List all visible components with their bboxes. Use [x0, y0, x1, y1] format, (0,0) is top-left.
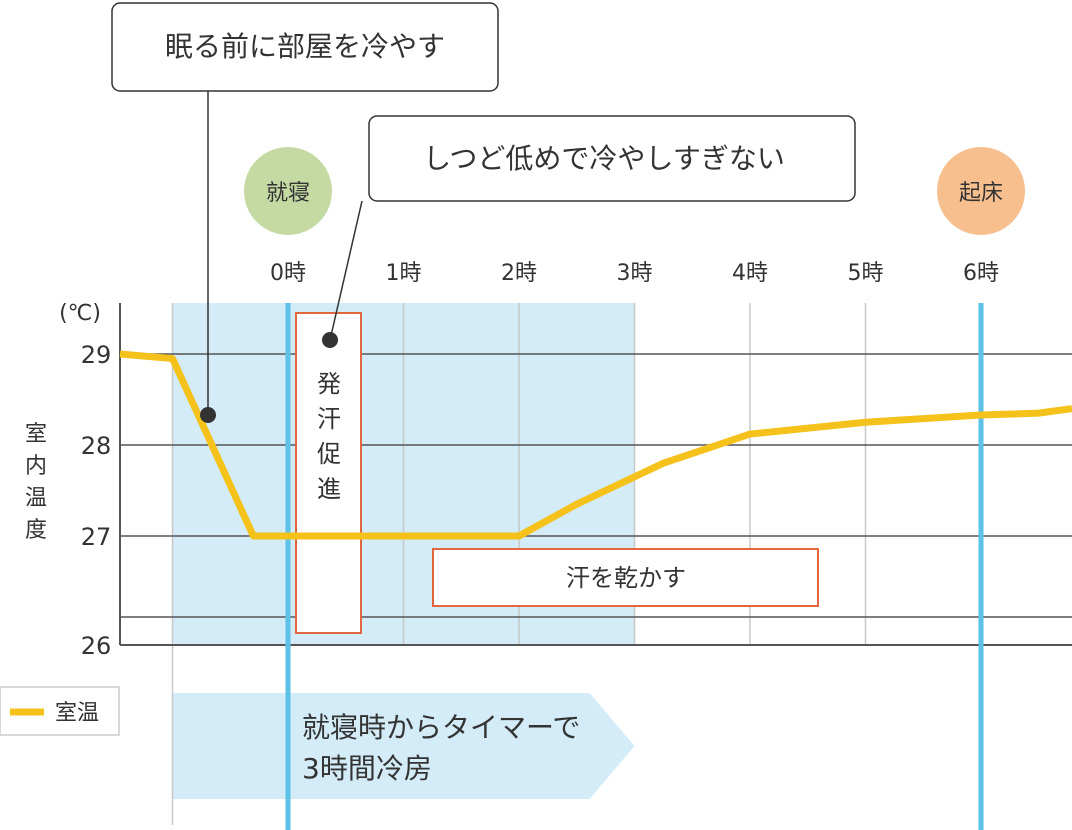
callout-cool-before-sleep [111, 2, 499, 92]
y-axis-title-char: 温 [25, 486, 47, 511]
sleep-badge-label: 就寝 [266, 181, 310, 206]
sweat-promote-char: 促 [317, 440, 341, 468]
y-axis-title-char: 度 [25, 518, 47, 543]
sweat-promote-char: 発 [317, 370, 341, 398]
y-tick-label: 26 [81, 632, 112, 660]
sweat-promote-box [295, 312, 362, 634]
y-tick-label: 28 [81, 432, 112, 460]
x-tick-label: 6時 [963, 261, 999, 286]
callout-point [200, 407, 216, 423]
timer-label-line1: 就寝時からタイマーで [302, 711, 580, 744]
y-tick-label: 27 [81, 523, 112, 551]
x-tick-label: 2時 [501, 261, 537, 286]
callout-low-humidity [368, 115, 856, 202]
callout-low-humidity-text: しつど低めで冷やしすぎない [423, 142, 785, 175]
x-tick-label: 3時 [617, 261, 653, 286]
callout-cool-before-sleep-text: 眠る前に部屋を冷やす [165, 30, 445, 63]
sleep-badge [244, 147, 332, 235]
y-unit-label: (℃) [59, 301, 101, 326]
legend-label: 室温 [55, 701, 99, 726]
callout-point [322, 332, 338, 348]
y-tick-label: 29 [81, 341, 112, 369]
timer-label-line2: 3時間冷房 [302, 752, 432, 785]
x-tick-label: 1時 [386, 261, 422, 286]
x-tick-label: 4時 [732, 261, 768, 286]
y-axis-title-char: 室 [25, 422, 47, 447]
sweat-promote-char: 汗 [317, 405, 341, 433]
callout-leader [329, 200, 363, 341]
dry-sweat-box [432, 548, 819, 607]
x-tick-label: 5時 [848, 261, 884, 286]
sweat-promote-char: 進 [317, 475, 341, 503]
dry-sweat-label: 汗を乾かす [566, 564, 686, 592]
wake-badge-label: 起床 [959, 181, 1003, 206]
y-axis-title-char: 内 [25, 454, 47, 479]
series-line-room-temp [119, 350, 1072, 540]
x-tick-label: 0時 [270, 261, 306, 286]
wake-badge [937, 147, 1025, 235]
